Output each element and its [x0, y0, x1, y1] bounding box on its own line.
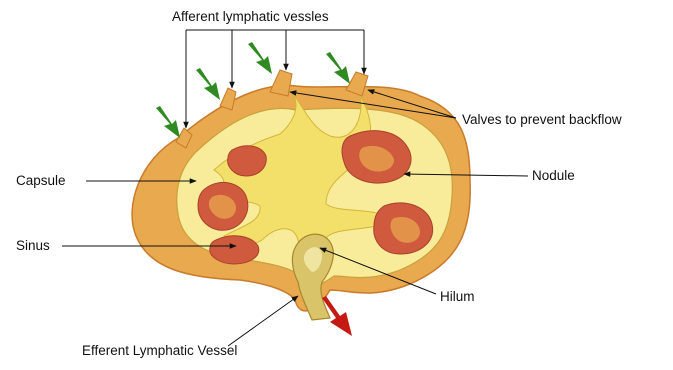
afferent-vessel-3 [270, 70, 292, 96]
label-efferent-vessel: Efferent Lymphatic Vessel [82, 344, 237, 358]
label-afferent-vessels: Afferent lymphatic vessles [172, 10, 329, 24]
efferent-leader [228, 296, 298, 346]
label-hilum: Hilum [440, 290, 475, 304]
nodule [228, 146, 267, 176]
label-nodule: Nodule [532, 169, 575, 183]
green-arrow [326, 52, 350, 84]
label-capsule: Capsule [16, 174, 66, 188]
green-arrow [248, 42, 272, 74]
nodule [210, 236, 259, 264]
green-arrow [156, 106, 180, 138]
label-sinus: Sinus [16, 239, 50, 253]
label-valves: Valves to prevent backflow [462, 113, 622, 127]
green-arrow [196, 68, 220, 100]
